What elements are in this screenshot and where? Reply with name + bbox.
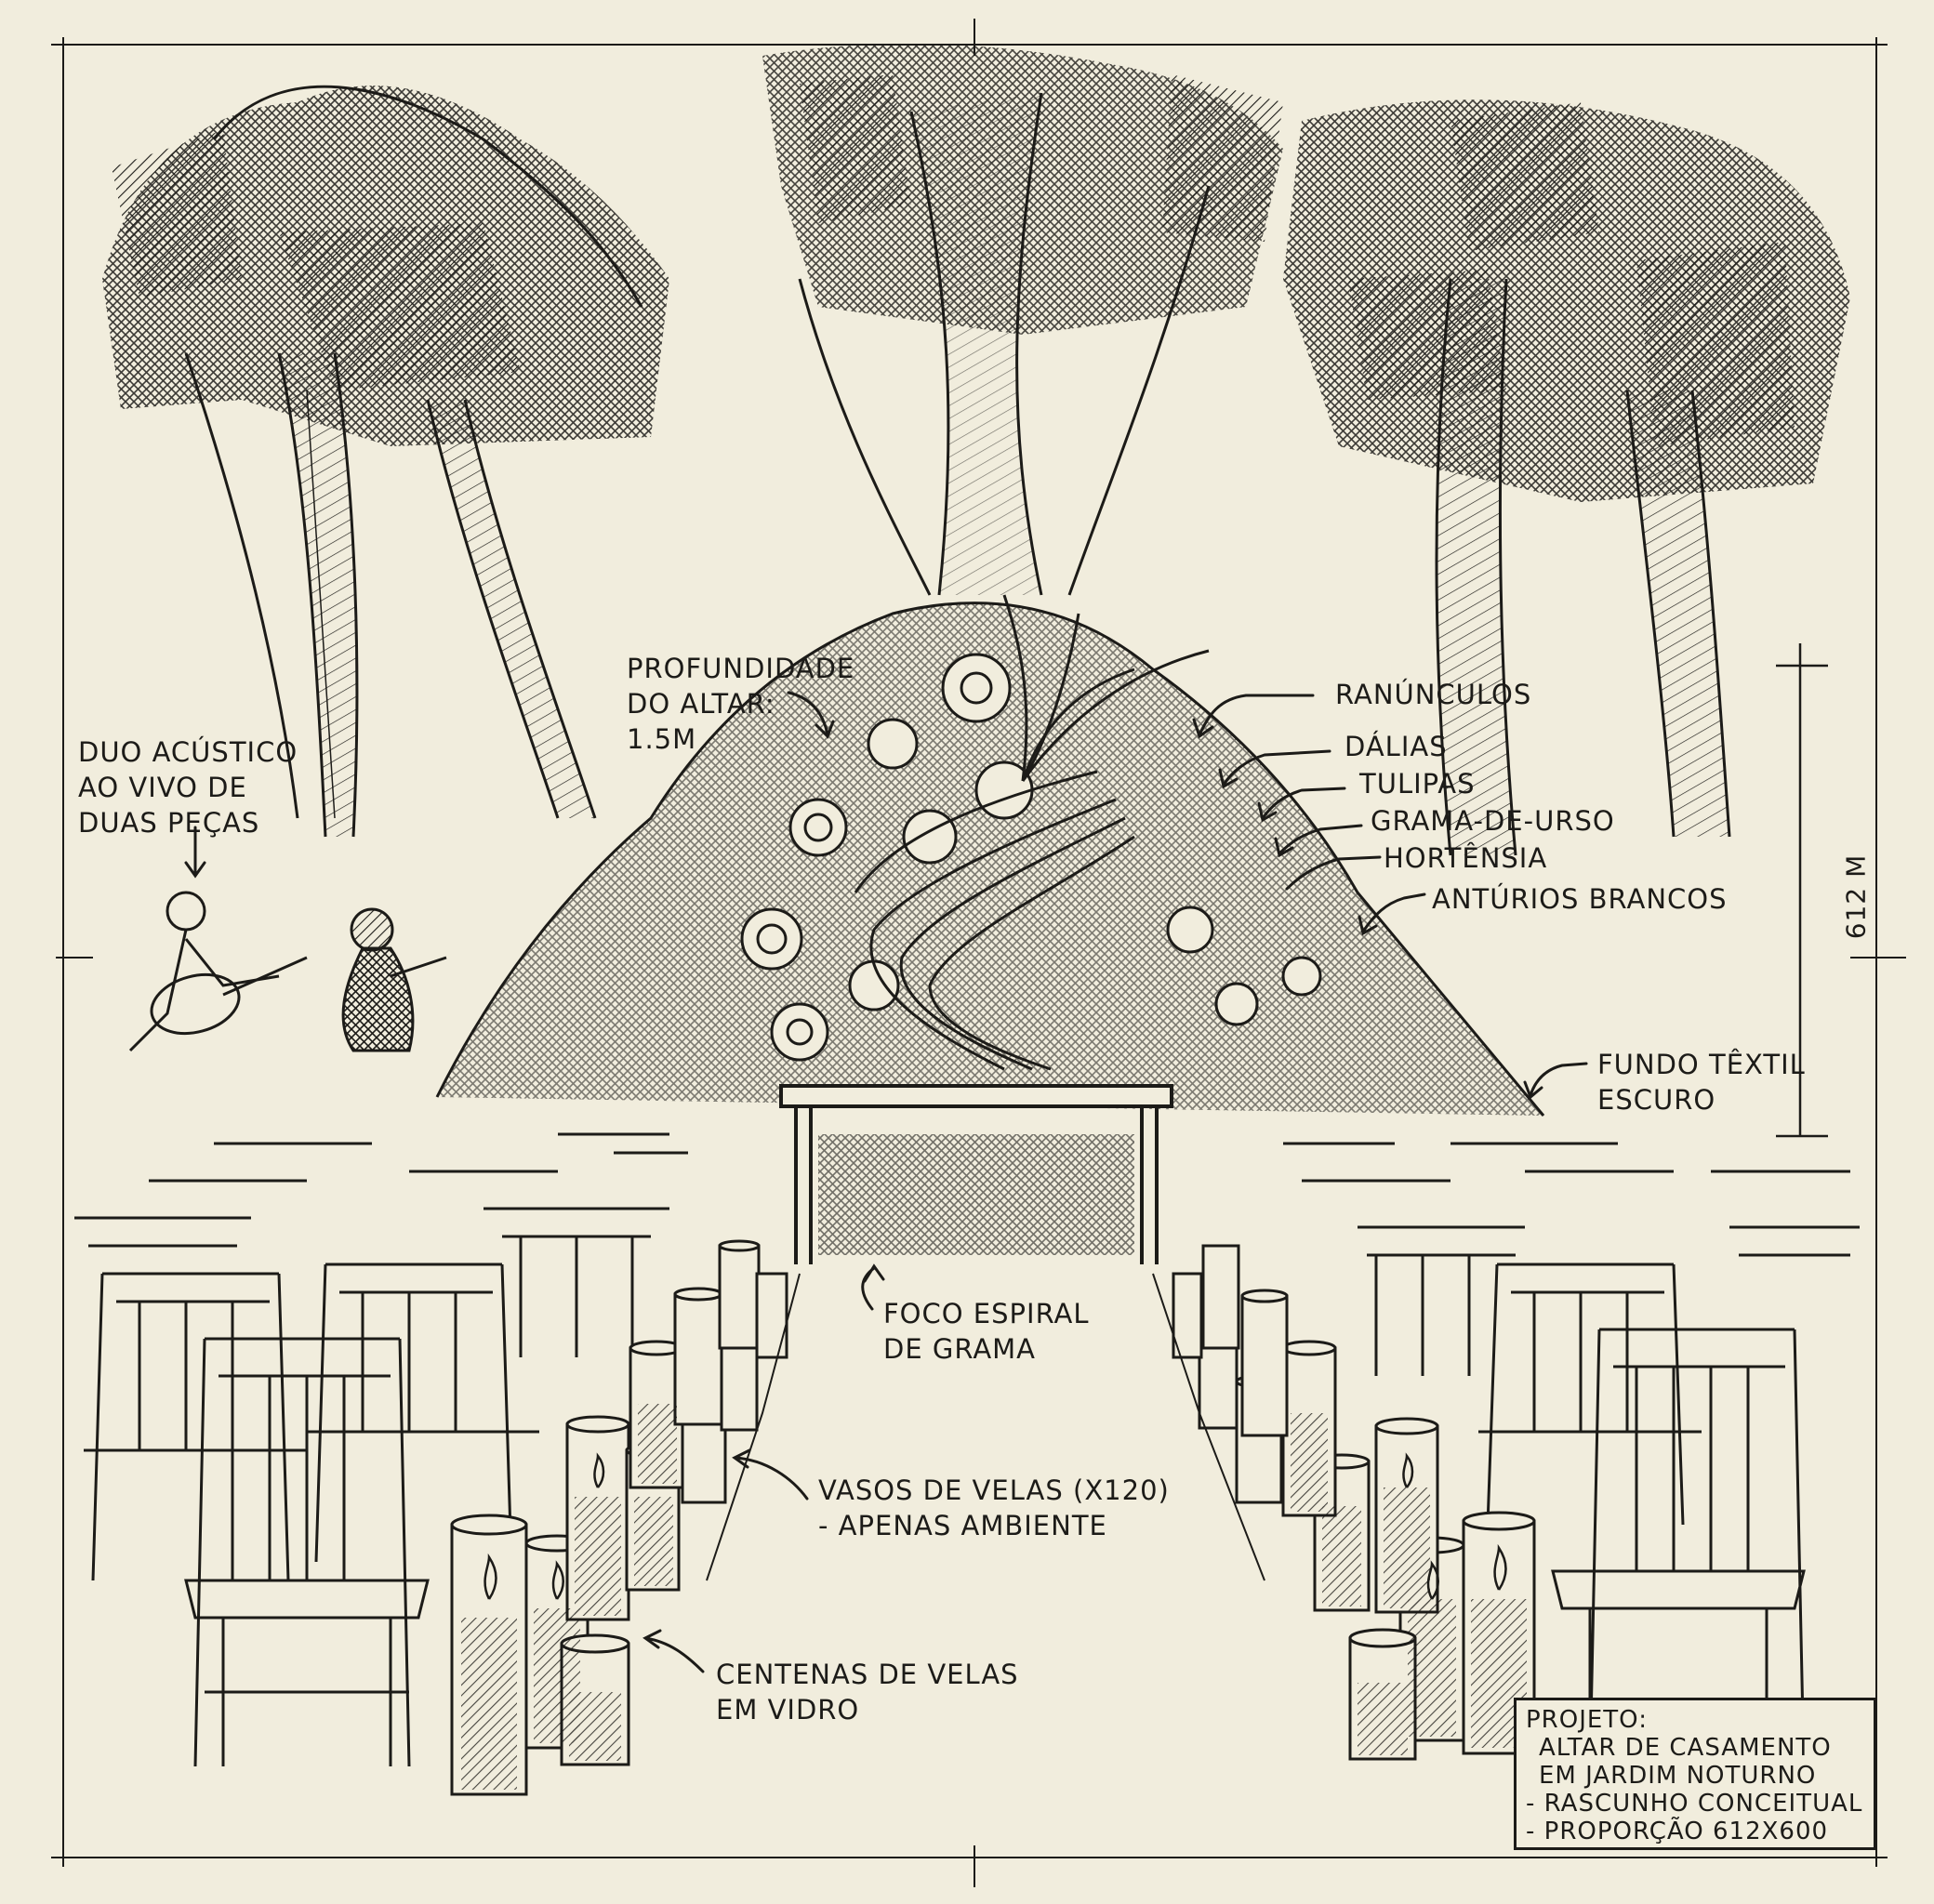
grass-spiral: [854, 594, 1210, 1071]
label-line: DO ALTAR:: [627, 688, 775, 720]
label-line: PROFUNDIDADE: [627, 653, 855, 684]
aisle: [706, 1273, 1265, 1581]
floral-arrangement: [435, 594, 1545, 1117]
dimension-label: 612 M: [1840, 853, 1872, 940]
label-line: - APENAS AMBIENTE: [818, 1510, 1107, 1541]
title-line: - PROPORÇÃO 612X600: [1526, 1818, 1829, 1845]
guest-chairs: [74, 1132, 1860, 1767]
label-line: 1.5M: [627, 723, 697, 755]
label-line: EM VIDRO: [716, 1694, 860, 1726]
label-line: CENTENAS DE VELAS: [716, 1659, 1019, 1690]
label-line: ESCURO: [1597, 1084, 1716, 1116]
candle-vessels: [450, 1239, 1536, 1796]
label-line: DUAS PEÇAS: [78, 807, 260, 839]
label-line: FUNDO TÊXTIL: [1597, 1049, 1806, 1080]
label-dalias: DÁLIAS: [1345, 731, 1448, 762]
label-centenas-de-velas: CENTENAS DE VELAS EM VIDRO: [716, 1657, 1019, 1727]
musicians-sketch: [128, 891, 447, 1052]
label-line: VASOS DE VELAS (X120): [818, 1474, 1170, 1506]
label-hortensia: HORTÊNSIA: [1384, 842, 1548, 874]
title-block: PROJETO: ALTAR DE CASAMENTO EM JARDIM NO…: [1514, 1698, 1876, 1850]
leader-lines: [184, 691, 1588, 1673]
title-line: ALTAR DE CASAMENTO: [1539, 1734, 1832, 1762]
label-musicians: DUO ACÚSTICO AO VIVO DE DUAS PEÇAS: [78, 734, 298, 840]
label-fundo-textil: FUNDO TÊXTIL ESCURO: [1597, 1047, 1806, 1117]
tree-canopy: [102, 44, 1850, 502]
frame-lines: [51, 19, 1906, 1887]
label-anturios: ANTÚRIOS BRANCOS: [1432, 883, 1728, 915]
label-line: AO VIVO DE: [78, 772, 247, 803]
trunk-shading: [279, 93, 1729, 855]
label-line: DUO ACÚSTICO: [78, 736, 298, 768]
label-tulipas: TULIPAS: [1359, 768, 1476, 800]
title-line: - RASCUNHO CONCEITUAL: [1526, 1790, 1863, 1818]
label-ranunculos: RANÚNCULOS: [1335, 679, 1532, 710]
label-grama-de-urso: GRAMA-DE-URSO: [1371, 805, 1615, 837]
label-altar-depth: PROFUNDIDADE DO ALTAR: 1.5M: [627, 651, 854, 757]
height-dimension: [1776, 643, 1828, 1138]
label-line: DE GRAMA: [883, 1333, 1037, 1365]
label-line: FOCO ESPIRAL: [883, 1298, 1090, 1329]
title-header: PROJETO:: [1526, 1706, 1648, 1734]
label-foco-espiral: FOCO ESPIRAL DE GRAMA: [883, 1296, 1090, 1367]
altar-table: [779, 1084, 1173, 1264]
title-line: EM JARDIM NOTURNO: [1539, 1762, 1817, 1790]
label-vasos-de-velas: VASOS DE VELAS (X120) - APENAS AMBIENTE: [818, 1473, 1170, 1543]
